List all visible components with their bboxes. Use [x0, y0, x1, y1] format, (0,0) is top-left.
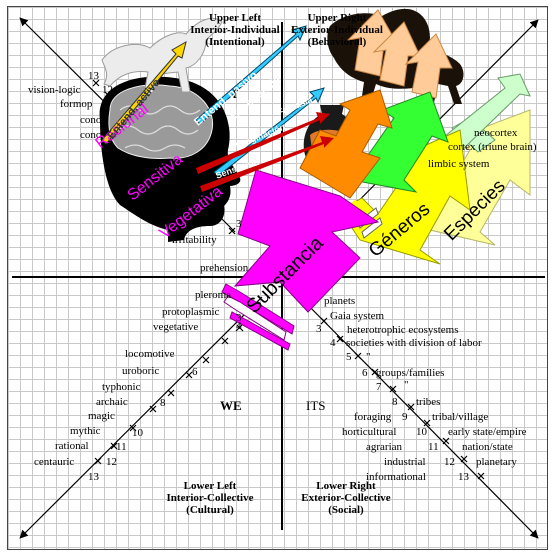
lr-item: early state/empire [448, 426, 527, 438]
ul-item: vision-logic [28, 84, 81, 96]
ul-item: conc [80, 129, 101, 141]
lr-number: 5 [346, 351, 352, 363]
ll-number: 13 [88, 471, 99, 483]
ur-item: neocortex [474, 127, 518, 139]
ul-number: 13 [88, 70, 99, 82]
ll-number: 6 [192, 366, 198, 378]
ul-item: irritability [172, 234, 217, 246]
lr-item: tribal/village [432, 411, 489, 423]
its-label: ITS [306, 398, 326, 413]
horse-white-icon [101, 18, 223, 95]
lr-number: 4 [330, 337, 336, 349]
ll-number: 11 [116, 441, 127, 453]
ll-item: mythic [70, 425, 101, 437]
tick-marks [92, 79, 485, 480]
i-label: I [232, 86, 238, 101]
ll-item: archaic [96, 396, 128, 408]
we-label: WE [220, 398, 242, 413]
lr-item: groups/families [376, 367, 445, 379]
lr-item: tribes [416, 396, 441, 408]
lr-item: industrial [384, 456, 426, 468]
lr-number: 8 [392, 396, 398, 408]
ll-item: locomotive [125, 348, 175, 360]
ll-item: pleroma [195, 289, 232, 301]
block-arrow-substancia [221, 169, 380, 351]
quadrant-title-lower-left: Lower Left Interior-Collective (Cultural… [166, 480, 254, 516]
lr-item: agrarian [366, 441, 403, 453]
ll-item: centauric [34, 456, 75, 468]
ll-item: uroboric [122, 365, 160, 377]
lr-number: 10 [416, 426, 427, 438]
ll-number: 4 [236, 320, 242, 332]
ll-item: prehension [200, 262, 249, 274]
diagonal-lower-left [19, 296, 263, 539]
ll-item: rational [55, 440, 89, 452]
ll-number: 10 [132, 427, 143, 439]
lr-item: societies with division of labor [346, 337, 482, 349]
lr-item: planetary [476, 456, 517, 468]
lr-number: 6 [362, 367, 368, 379]
ll-item: magic [88, 410, 115, 422]
lr-item: " [404, 379, 409, 391]
ul-item: formop [60, 98, 93, 110]
quadrant-title-upper-left: Upper Left Interior-Individual (Intentio… [190, 12, 280, 48]
block-arrow-orange [299, 89, 393, 199]
ul-number: 3 [236, 218, 242, 230]
ur-item: cortex (triune brain) [448, 141, 537, 153]
lr-item: horticultural [342, 426, 397, 438]
ul-number: 12 [102, 84, 113, 96]
lr-number: 13 [458, 471, 469, 483]
quadrant-title-upper-right: Upper Right Exterior-Individual (Behavio… [291, 12, 383, 48]
ll-number: 12 [106, 456, 117, 468]
lr-item: planets [324, 295, 356, 307]
lr-item: Gaia system [330, 310, 385, 322]
lr-number: 7 [376, 381, 382, 393]
peach-arrows [346, 9, 453, 99]
ll-item: vegetative [153, 321, 199, 333]
lr-number: 11 [428, 441, 439, 453]
ul-item: conop [80, 114, 107, 126]
ll-item: typhonic [102, 381, 141, 393]
diagonal-lower-right [299, 296, 539, 539]
lr-item: " [366, 351, 371, 363]
lr-number: 12 [444, 456, 455, 468]
lr-item: nation/state [462, 441, 513, 453]
ll-item: protoplasmic [162, 306, 220, 318]
lr-number: 9 [402, 411, 408, 423]
thin-arrows [101, 25, 334, 192]
ur-item: limbic system [428, 158, 490, 170]
lr-number: 3 [316, 323, 322, 335]
ll-number: 3 [236, 312, 242, 324]
lr-item: heterotrophic ecosystems [347, 324, 459, 336]
ll-number: 8 [160, 397, 166, 409]
quadrant-title-lower-right: Lower Right Exterior-Collective (Social) [301, 480, 391, 516]
lr-item: foraging [354, 411, 392, 423]
lr-item: informational [366, 471, 426, 483]
